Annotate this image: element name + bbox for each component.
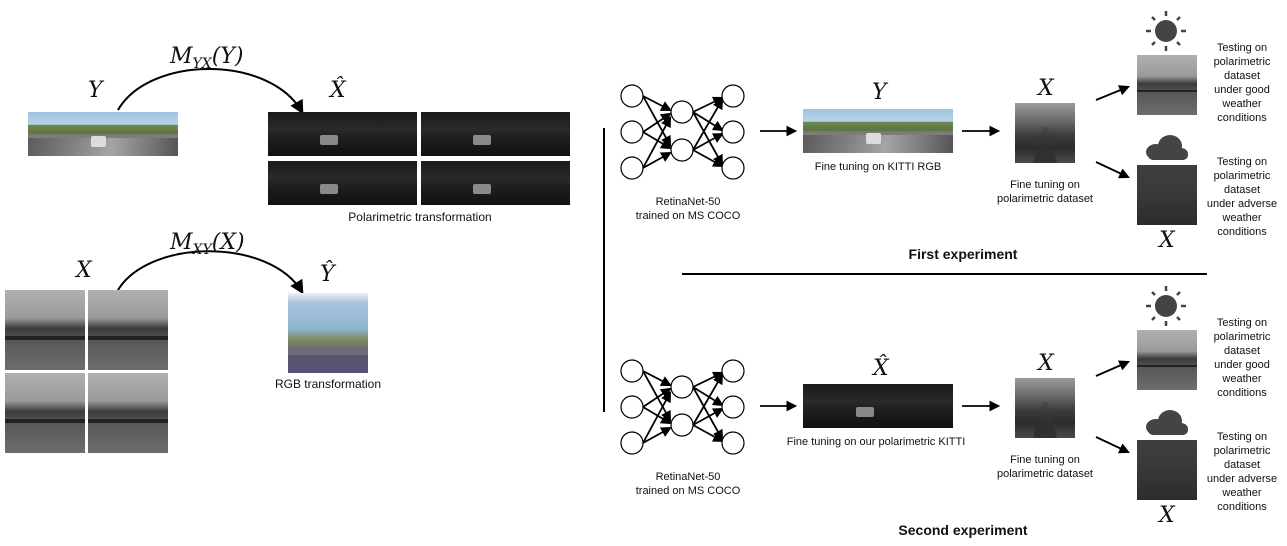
cloud-icon-2	[1146, 410, 1188, 435]
exp1-symbol-y: Y	[872, 80, 887, 105]
gray-input-image-2	[88, 290, 168, 370]
exp1-test-good-image	[1137, 55, 1197, 115]
exp1-test-good-caption: Testing on polarimetric dataset under go…	[1198, 41, 1286, 125]
exp1-test-adverse-line5: weather	[1222, 212, 1262, 224]
symbol-y-hat: Ŷ	[320, 262, 335, 287]
rgb-input-image	[28, 112, 178, 156]
gray-input-image-4	[88, 373, 168, 453]
exp1-test-good-line4: under good	[1214, 84, 1270, 96]
exp1-finetune-pol-line1: Fine tuning on	[1010, 179, 1080, 191]
mapping-yx-sub: YX	[192, 56, 212, 72]
rgb-output-image	[288, 293, 368, 373]
exp2-net-caption-line1: RetinaNet-50	[655, 471, 721, 483]
exp2-finetune-pol-line1: Fine tuning on	[1010, 454, 1080, 466]
exp1-net-caption-line1: RetinaNet-50	[655, 196, 721, 208]
mapping-xy-base: M	[170, 230, 193, 255]
exp1-finetune-rgb-caption: Fine tuning on KITTI RGB	[814, 161, 942, 173]
first-experiment-title: First experiment	[908, 246, 1018, 262]
exp1-symbol-x-adverse: X	[1159, 228, 1175, 253]
exp1-test-adverse-line1: Testing on	[1216, 156, 1268, 168]
gray-input-image-1	[5, 290, 85, 370]
exp1-test-adverse-line2: polarimetric	[1213, 170, 1271, 182]
mapping-xy-arg: (X)	[211, 230, 245, 255]
exp2-finetune-pol-caption: Fine tuning on polarimetric dataset	[985, 453, 1105, 481]
arrow-pol2-to-good	[1095, 360, 1130, 377]
exp2-test-adverse-line3: dataset	[1223, 459, 1261, 471]
mapping-xy-sub: XY	[192, 242, 212, 258]
exp2-test-good-line5: weather	[1222, 373, 1262, 385]
polarimetric-image-4	[421, 161, 570, 205]
exp2-test-good-line1: Testing on	[1216, 317, 1268, 329]
exp2-net-caption-line2: trained on MS COCO	[635, 485, 741, 497]
vertical-divider	[603, 128, 605, 412]
gray-input-image-3	[5, 373, 85, 453]
polarimetric-image-3	[268, 161, 417, 205]
exp2-finetune-pol-line2: polarimetric dataset	[997, 468, 1093, 480]
exp1-pol-image	[1015, 103, 1075, 163]
exp2-test-good-image	[1137, 330, 1197, 390]
exp2-test-adverse-line5: weather	[1222, 487, 1262, 499]
exp1-finetune-pol-line2: polarimetric dataset	[997, 193, 1093, 205]
exp1-test-good-line1: Testing on	[1216, 42, 1268, 54]
neural-network-icon-2	[620, 359, 745, 455]
exp1-rgb-image	[803, 109, 953, 153]
mapping-yx-base: M	[170, 44, 193, 69]
exp2-symbol-x-hat: X̂	[873, 356, 889, 381]
exp1-net-caption-line2: trained on MS COCO	[635, 210, 741, 222]
exp1-test-good-line2: polarimetric	[1213, 56, 1271, 68]
exp1-test-adverse-caption: Testing on polarimetric dataset under ad…	[1198, 155, 1286, 239]
exp2-test-adverse-caption: Testing on polarimetric dataset under ad…	[1198, 430, 1286, 514]
polarimetric-image-1	[268, 112, 417, 156]
sun-icon-2	[1146, 286, 1186, 326]
cloud-icon-1	[1146, 135, 1188, 160]
exp1-net-caption: RetinaNet-50 trained on MS COCO	[618, 195, 758, 223]
exp2-pol-image	[1015, 378, 1075, 438]
exp1-test-good-line5: weather	[1222, 98, 1262, 110]
exp1-finetune-pol-caption: Fine tuning on polarimetric dataset	[985, 178, 1105, 206]
polarimetric-image-2	[421, 112, 570, 156]
exp2-test-adverse-image	[1137, 440, 1197, 500]
mapping-yx-label: MYX(Y)	[170, 44, 243, 72]
symbol-y-top: Y	[88, 78, 103, 103]
exp1-test-adverse-line6: conditions	[1217, 226, 1267, 238]
exp2-test-good-caption: Testing on polarimetric dataset under go…	[1198, 316, 1286, 400]
arrow-pol1-to-adverse	[1095, 161, 1130, 179]
exp1-test-adverse-image	[1137, 165, 1197, 225]
arrows-layer-left	[117, 68, 304, 295]
arrow-x-to-y-hat	[117, 250, 304, 295]
exp2-test-good-line6: conditions	[1217, 387, 1267, 399]
exp2-symbol-x: X	[1038, 351, 1054, 376]
sun-icon-1	[1146, 11, 1186, 51]
second-experiment-title: Second experiment	[898, 522, 1028, 538]
rgb-transformation-caption: RGB transformation	[274, 377, 382, 391]
exp2-test-adverse-line4: under adverse	[1206, 473, 1278, 485]
arrow-y-to-x-hat	[117, 68, 304, 115]
exp2-test-adverse-line1: Testing on	[1216, 431, 1268, 443]
exp1-test-good-line6: conditions	[1217, 112, 1267, 124]
exp2-test-good-line3: dataset	[1223, 345, 1261, 357]
exp2-test-good-line2: polarimetric	[1213, 331, 1271, 343]
symbol-x-left: X	[76, 258, 92, 283]
exp2-test-adverse-line6: conditions	[1217, 501, 1267, 513]
exp2-test-good-line4: under good	[1214, 359, 1270, 371]
exp1-test-adverse-line3: dataset	[1223, 184, 1261, 196]
exp1-test-adverse-line4: under adverse	[1206, 198, 1278, 210]
polarimetric-transformation-caption: Polarimetric transformation	[348, 210, 492, 224]
exp2-net-caption: RetinaNet-50 trained on MS COCO	[618, 470, 758, 498]
exp1-test-good-line3: dataset	[1223, 70, 1261, 82]
neural-network-icon-1	[620, 84, 745, 180]
exp2-kitti-pol-image	[803, 384, 953, 428]
arrow-pol1-to-good	[1095, 85, 1131, 101]
mapping-yx-arg: (Y)	[211, 44, 244, 69]
mapping-xy-label: MXY(X)	[170, 230, 245, 258]
exp2-symbol-x-adverse: X	[1159, 503, 1175, 528]
symbol-x-hat-top: X̂	[330, 78, 346, 103]
exp2-finetune-kitti-caption: Fine tuning on our polarimetric KITTI	[786, 436, 966, 448]
exp2-test-adverse-line2: polarimetric	[1213, 445, 1271, 457]
exp1-symbol-x: X	[1038, 76, 1054, 101]
arrow-pol2-to-adverse	[1095, 436, 1130, 454]
